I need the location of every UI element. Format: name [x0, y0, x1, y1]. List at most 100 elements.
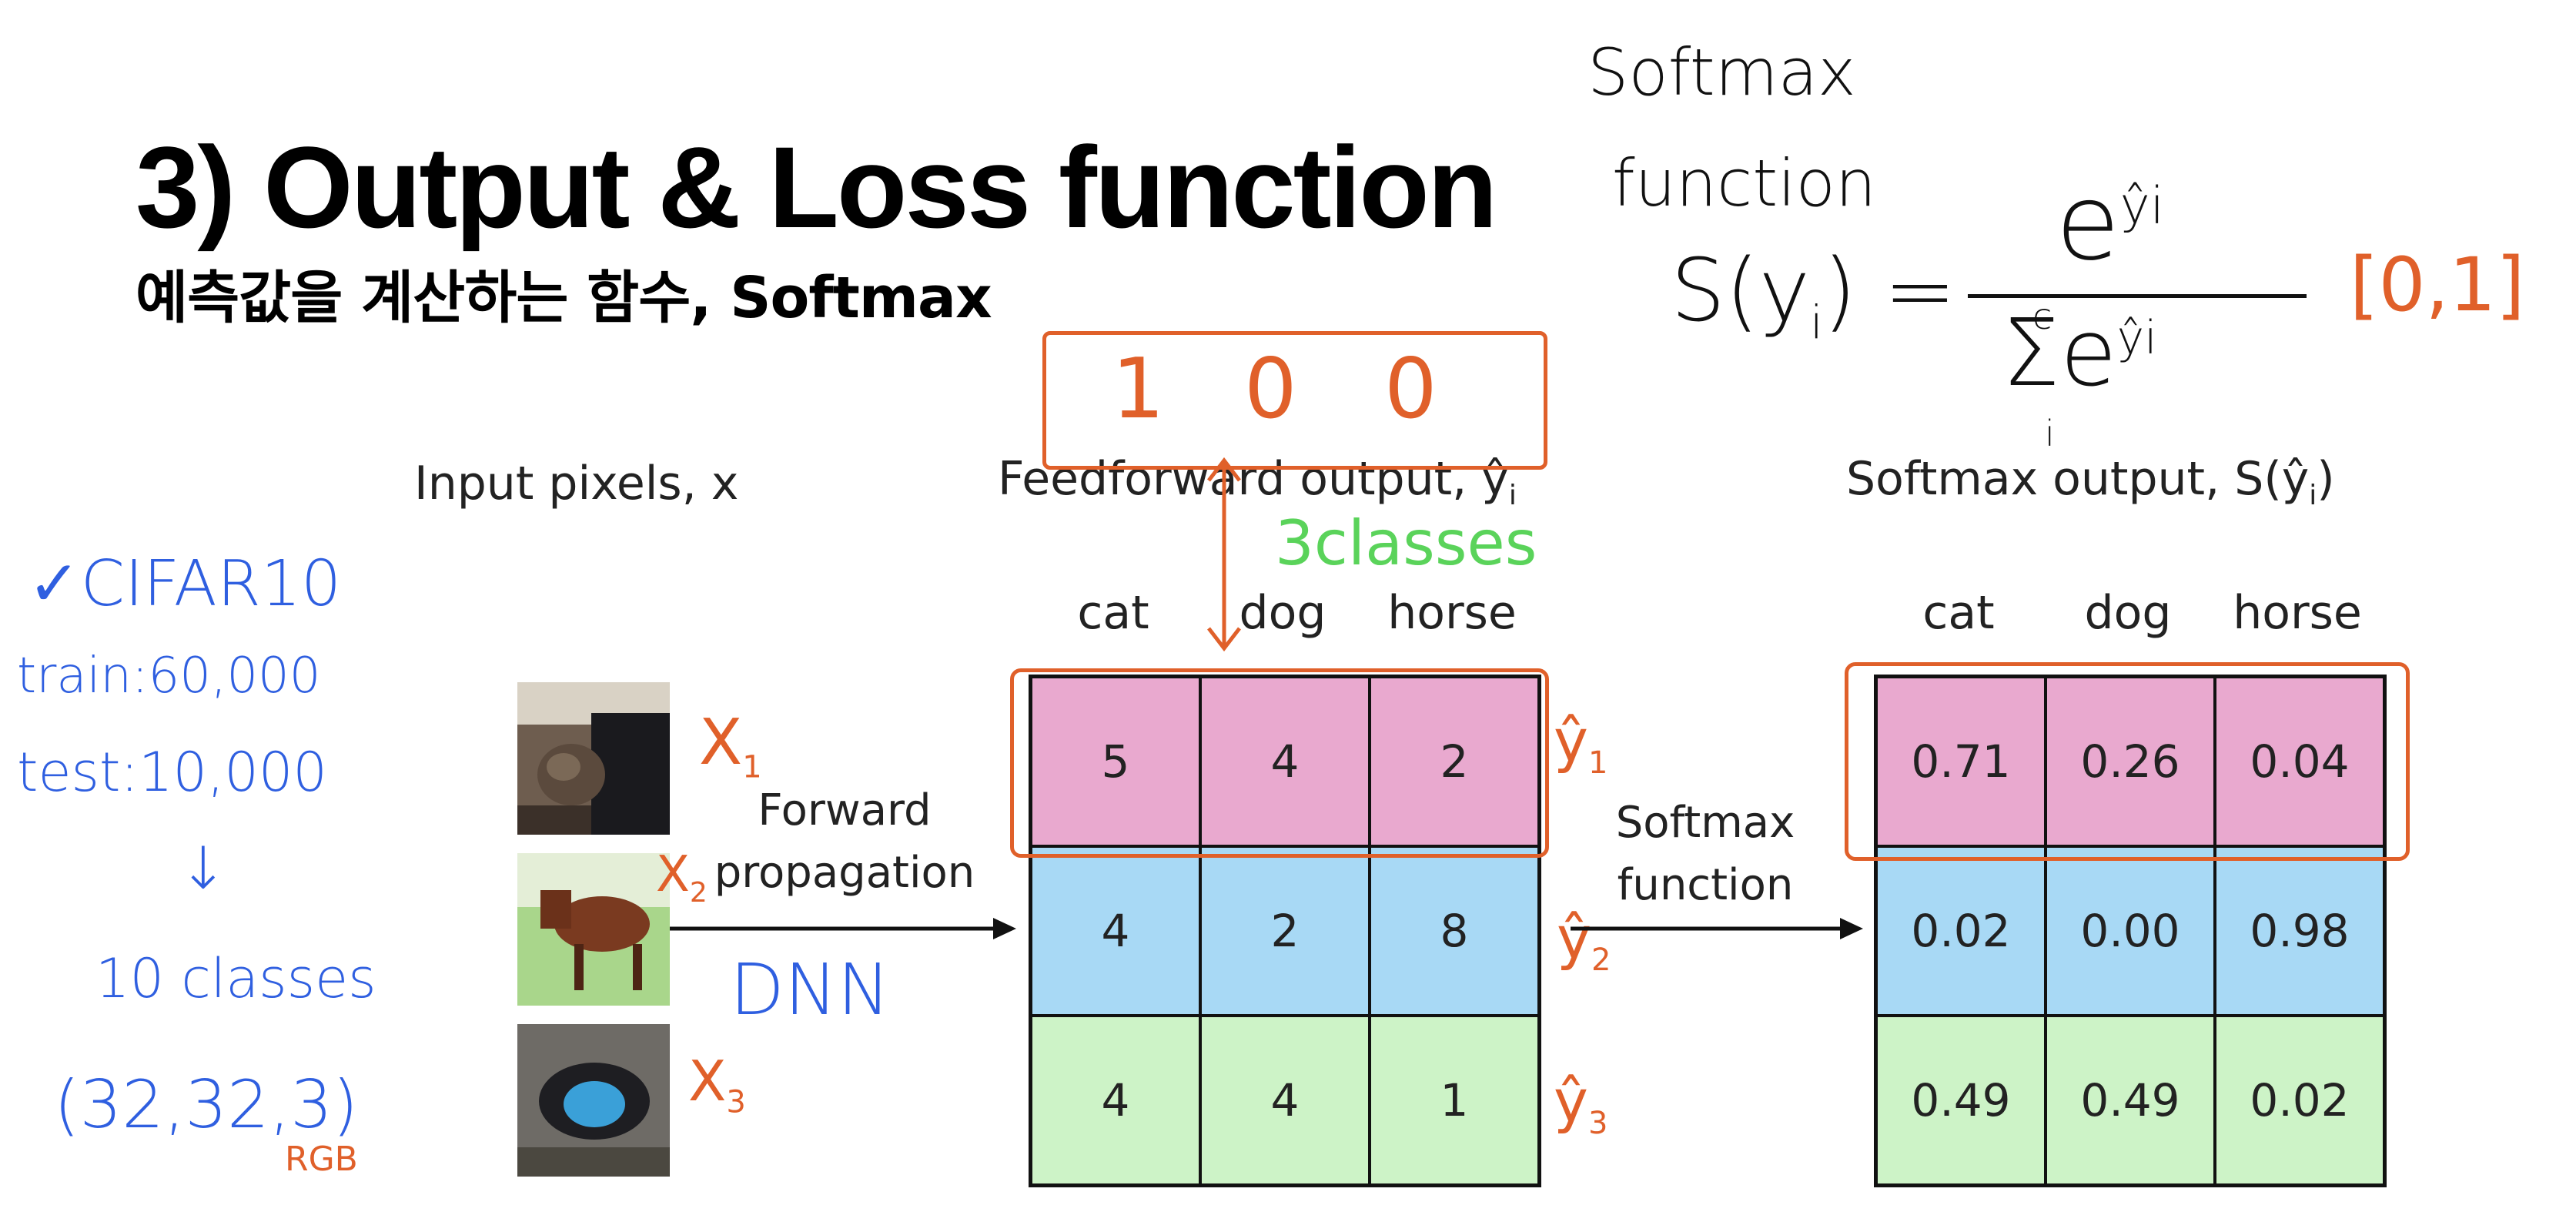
double-arrow-icon: [1207, 457, 1241, 652]
x3-text: X: [688, 1049, 727, 1113]
dnn-annotation: DNN: [730, 949, 891, 1031]
horse-image: [517, 853, 670, 1006]
yhat2-label: ŷ2: [1557, 909, 1611, 976]
rgb-annotation: RGB: [285, 1140, 358, 1179]
test-annotation: test:10,000: [17, 741, 327, 804]
page-title: 3) Output & Loss function: [135, 122, 1497, 252]
softmax-title-line1: Softmax: [1587, 35, 1856, 110]
header-horse: horse: [1387, 586, 1517, 640]
softmax-title-line2: function: [1612, 146, 1877, 221]
forward-line2: propagation: [714, 848, 975, 899]
range-annotation: [0,1]: [2350, 242, 2525, 328]
yhat3-label: ŷ3: [1554, 1072, 1608, 1142]
header-horse: horse: [2233, 586, 2362, 640]
one-hot-value-2: 0: [1244, 341, 1297, 437]
ff-cell: 4: [1031, 846, 1200, 1016]
ff-cell: 8: [1370, 846, 1539, 1016]
sm-cell: 0.02: [2215, 1016, 2384, 1185]
yhat3-text: ŷ: [1554, 1066, 1588, 1135]
input-pixels-label: Input pixels, x: [414, 457, 739, 511]
x2-sub: 2: [689, 876, 708, 909]
feedforward-headers: cat dog horse: [1029, 590, 1537, 636]
feedforward-row-highlight: [1010, 668, 1549, 858]
horse-image-art: [517, 853, 670, 1006]
one-hot-box: [1042, 331, 1547, 470]
formula-num-e: e: [2056, 162, 2120, 284]
softmax-table: 0.71 0.26 0.04 0.02 0.00 0.98 0.49 0.49 …: [1874, 675, 2387, 1187]
ff-cell: 1: [1370, 1016, 1539, 1185]
sm-cell: 0.49: [1876, 1016, 2046, 1185]
ff-cell: 5: [1031, 677, 1200, 846]
softmax-output-label: Softmax output, S(ŷi): [1846, 456, 2335, 510]
header-dog: dog: [2084, 586, 2172, 640]
x3-sub: 3: [726, 1084, 746, 1120]
header-dog: dog: [1239, 586, 1326, 640]
shape-annotation: (32,32,3): [54, 1066, 359, 1143]
header-cat: cat: [1922, 586, 1995, 640]
feedforward-output-text: Feedforward output, ŷ: [998, 452, 1509, 506]
sm-cell: 0.00: [2046, 846, 2215, 1016]
yhat1-sub: 1: [1587, 745, 1608, 782]
softmax-row-highlight: [1845, 662, 2410, 861]
train-annotation: train:60,000: [17, 648, 321, 705]
formula-sum-top: c: [2032, 296, 2052, 337]
formula-lhs: S(yi) =: [1671, 248, 1956, 346]
sm-cell: 0.49: [2046, 1016, 2215, 1185]
forward-arrow-icon: [670, 918, 1016, 939]
x3-label: X3: [688, 1053, 746, 1117]
sm-cell: 0.98: [2215, 846, 2384, 1016]
yhat2-sub: 2: [1591, 942, 1611, 979]
softmax-function-label: Softmax function: [1578, 792, 1832, 916]
formula-denominator: Σeŷi: [2002, 308, 2157, 400]
formula-fraction-bar: [1968, 294, 2307, 298]
one-hot-value-1: 1: [1112, 341, 1165, 437]
softmax-fn-line2: function: [1617, 860, 1794, 911]
dog-image-art: [517, 1024, 670, 1177]
formula-lhs-sub: i: [1810, 296, 1823, 350]
yhat1-label: ŷ1: [1554, 711, 1608, 782]
sm-cell: 0.02: [1876, 846, 2046, 1016]
sm-cell: 0.04: [2215, 677, 2384, 846]
forward-propagation-label: Forward propagation: [694, 779, 995, 904]
softmax-output-sub: i: [2309, 480, 2317, 511]
dog-image: [517, 1024, 670, 1177]
x1-sub: 1: [742, 749, 762, 785]
feedforward-output-label: Feedforward output, ŷi: [998, 456, 1517, 510]
three-classes-annotation: 3classes: [1275, 507, 1537, 579]
softmax-arrow-icon: [1571, 918, 1863, 939]
softmax-fn-line1: Softmax: [1615, 798, 1795, 848]
ten-classes-annotation: 10 classes: [95, 947, 376, 1010]
formula-den-e: e: [2059, 300, 2117, 407]
x2-text: X: [656, 846, 690, 903]
formula-sum-bottom: i: [2045, 413, 2055, 454]
yhat1-text: ŷ: [1554, 706, 1588, 775]
formula-numerator: eŷi: [2056, 171, 2164, 276]
ff-cell: 4: [1031, 1016, 1200, 1185]
cifar-annotation: ✓CIFAR10: [28, 547, 342, 621]
cat-image: [517, 682, 670, 835]
page-subtitle: 예측값을 계산하는 함수, Softmax: [135, 265, 992, 331]
x1-text: X: [699, 706, 743, 779]
feedforward-table: 5 4 2 4 2 8 4 4 1: [1029, 675, 1541, 1187]
x2-label: X2: [656, 850, 708, 907]
softmax-output-text: Softmax output, S(ŷ: [1846, 452, 2310, 506]
ff-cell: 2: [1370, 677, 1539, 846]
sm-cell: 0.26: [2046, 677, 2215, 846]
x1-label: X1: [699, 711, 762, 785]
softmax-output-close: ): [2317, 452, 2335, 506]
yhat2-text: ŷ: [1557, 903, 1591, 972]
down-arrow-icon: ↓: [179, 834, 228, 902]
ff-cell: 4: [1200, 1016, 1370, 1185]
sm-cell: 0.71: [1876, 677, 2046, 846]
formula-lhs-text: S(y: [1671, 241, 1811, 341]
feedforward-output-sub: i: [1508, 480, 1517, 511]
forward-line1: Forward: [758, 785, 932, 835]
formula-num-sup: ŷi: [2119, 176, 2165, 236]
one-hot-value-3: 0: [1384, 341, 1437, 437]
formula-lhs-close: ) =: [1822, 241, 1956, 341]
ff-cell: 2: [1200, 846, 1370, 1016]
formula-den-sup: ŷi: [2116, 311, 2157, 365]
formula-den-sum: Σ: [2002, 300, 2060, 407]
cat-image-art: [517, 682, 670, 835]
yhat3-sub: 3: [1587, 1106, 1608, 1142]
